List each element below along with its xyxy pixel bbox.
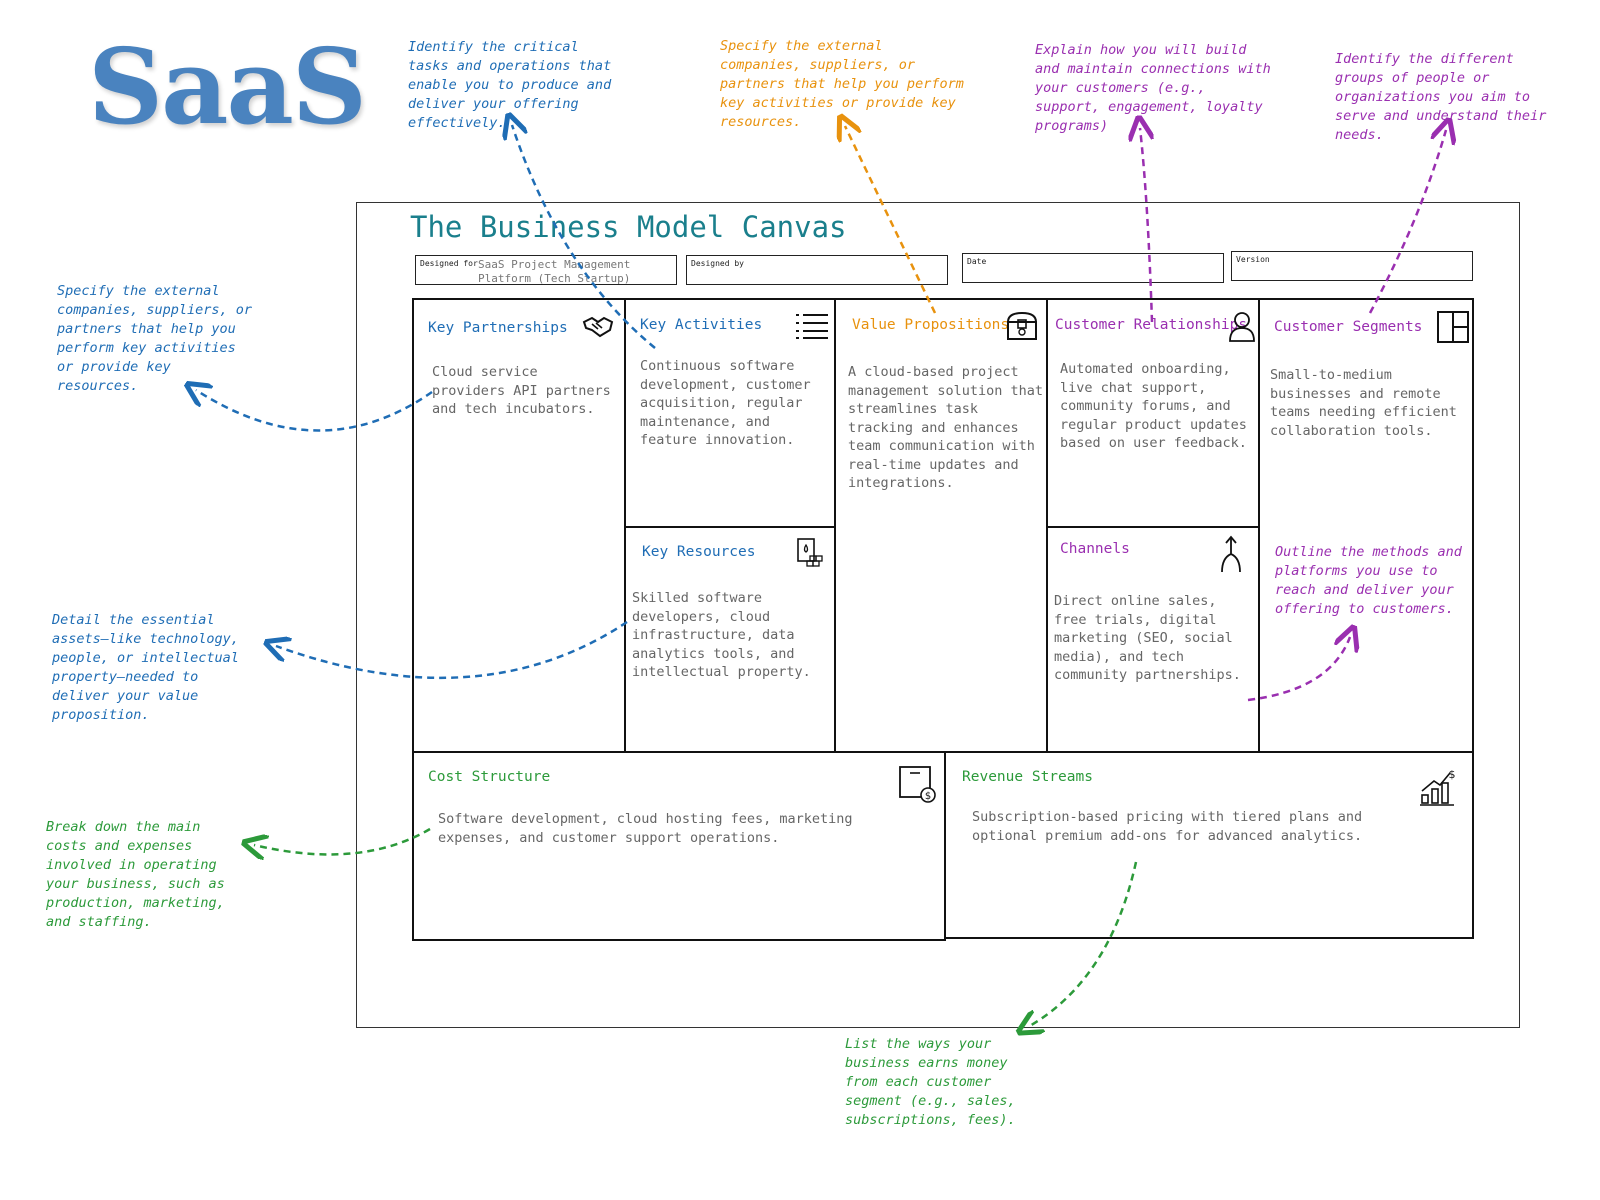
cost-structure-title: Cost Structure <box>428 769 551 785</box>
value-propositions-block: Value Propositions A cloud-based project… <box>834 298 1048 753</box>
customer-segments-body: Small-to-medium businesses and remote te… <box>1270 367 1457 439</box>
canvas-frame <box>356 202 1520 1028</box>
grid-icon <box>1437 311 1469 343</box>
arrow-key-activities <box>512 125 656 349</box>
designed-by-label: Designed by <box>691 259 744 268</box>
treasure-chest-icon <box>1006 311 1038 340</box>
date-label: Date <box>967 257 987 266</box>
key-activities-body: Continuous software development, custome… <box>640 358 811 448</box>
note-cost-structure: Break down the main costs and expenses i… <box>46 819 225 930</box>
customer-relationships-body: Automated onboarding, live chat support,… <box>1060 361 1247 451</box>
box-dollar-icon: $ <box>899 766 936 803</box>
person-icon <box>1229 312 1255 342</box>
channels-block: Channels Direct online sales, free trial… <box>1046 526 1260 753</box>
arrow-customer-segments <box>1368 130 1446 314</box>
arrow-revenue-streams <box>1028 861 1138 1027</box>
date-field[interactable]: Date <box>962 253 1224 283</box>
revenue-streams-title: Revenue Streams <box>962 769 1093 785</box>
arrow-key-resources <box>276 620 628 680</box>
note-revenue-streams: List the ways your business earns money … <box>845 1036 1016 1128</box>
resources-icon <box>797 538 823 567</box>
designed-for-value: SaaS Project Management Platform (Tech S… <box>478 258 631 285</box>
revenue-streams-block: Revenue Streams Subscription-based prici… <box>944 751 1474 939</box>
channels-body: Direct online sales, free trials, digita… <box>1054 593 1241 683</box>
canvas-title: The Business Model Canvas <box>410 210 847 244</box>
arrow-key-partnerships-left <box>196 390 433 432</box>
revenue-streams-body: Subscription-based pricing with tiered p… <box>972 809 1363 844</box>
value-propositions-title: Value Propositions <box>852 317 1010 333</box>
list-icon <box>796 314 828 339</box>
key-partnerships-body: Cloud service providers API partners and… <box>432 364 611 417</box>
arrow-channels <box>1247 637 1350 702</box>
note-channels: Outline the methods and platforms you us… <box>1275 544 1462 617</box>
bar-chart-dollar-icon: $ <box>1420 768 1456 806</box>
cost-structure-block: Cost Structure Software development, clo… <box>412 751 946 941</box>
version-field[interactable]: Version <box>1231 251 1473 281</box>
customer-segments-title: Customer Segments <box>1274 319 1423 335</box>
customer-relationships-title: Customer Relationships <box>1055 317 1248 333</box>
key-activities-title: Key Activities <box>640 317 763 333</box>
note-key-partnerships-top: Specify the external companies, supplier… <box>720 38 964 130</box>
note-key-partnerships-left: Specify the external companies, supplier… <box>57 283 253 394</box>
cost-structure-body: Software development, cloud hosting fees… <box>438 811 853 846</box>
key-partnerships-title: Key Partnerships <box>428 320 568 336</box>
svg-text:$: $ <box>925 791 931 802</box>
handshake-icon <box>582 316 614 338</box>
channels-title: Channels <box>1060 541 1130 557</box>
note-customer-relationships: Explain how you will build and maintain … <box>1035 42 1271 134</box>
note-key-resources: Detail the essential assets—like technol… <box>52 612 239 723</box>
customer-segments-block: Customer Segments Small-to-medium busine… <box>1258 298 1474 753</box>
key-resources-title: Key Resources <box>642 544 756 560</box>
key-resources-body: Skilled software developers, cloud infra… <box>632 590 811 680</box>
note-key-activities: Identify the critical tasks and operatio… <box>408 39 612 131</box>
value-propositions-body: A cloud-based project management solutio… <box>848 364 1044 491</box>
designed-for-label: Designed for <box>420 259 478 268</box>
svg-text:$: $ <box>1449 768 1456 781</box>
version-label: Version <box>1236 255 1270 264</box>
arrow-key-partnerships-top <box>845 126 937 314</box>
designed-for-field[interactable]: Designed for SaaS Project Management Pla… <box>415 255 677 285</box>
arrow-customer-relationships <box>1140 128 1152 323</box>
arrow-cost-structure <box>254 827 431 854</box>
designed-by-field[interactable]: Designed by <box>686 255 948 285</box>
split-arrow-icon <box>1221 535 1241 573</box>
saas-logo: SaaS <box>88 25 367 148</box>
key-activities-block: Key Activities Continuous software devel… <box>624 298 836 528</box>
